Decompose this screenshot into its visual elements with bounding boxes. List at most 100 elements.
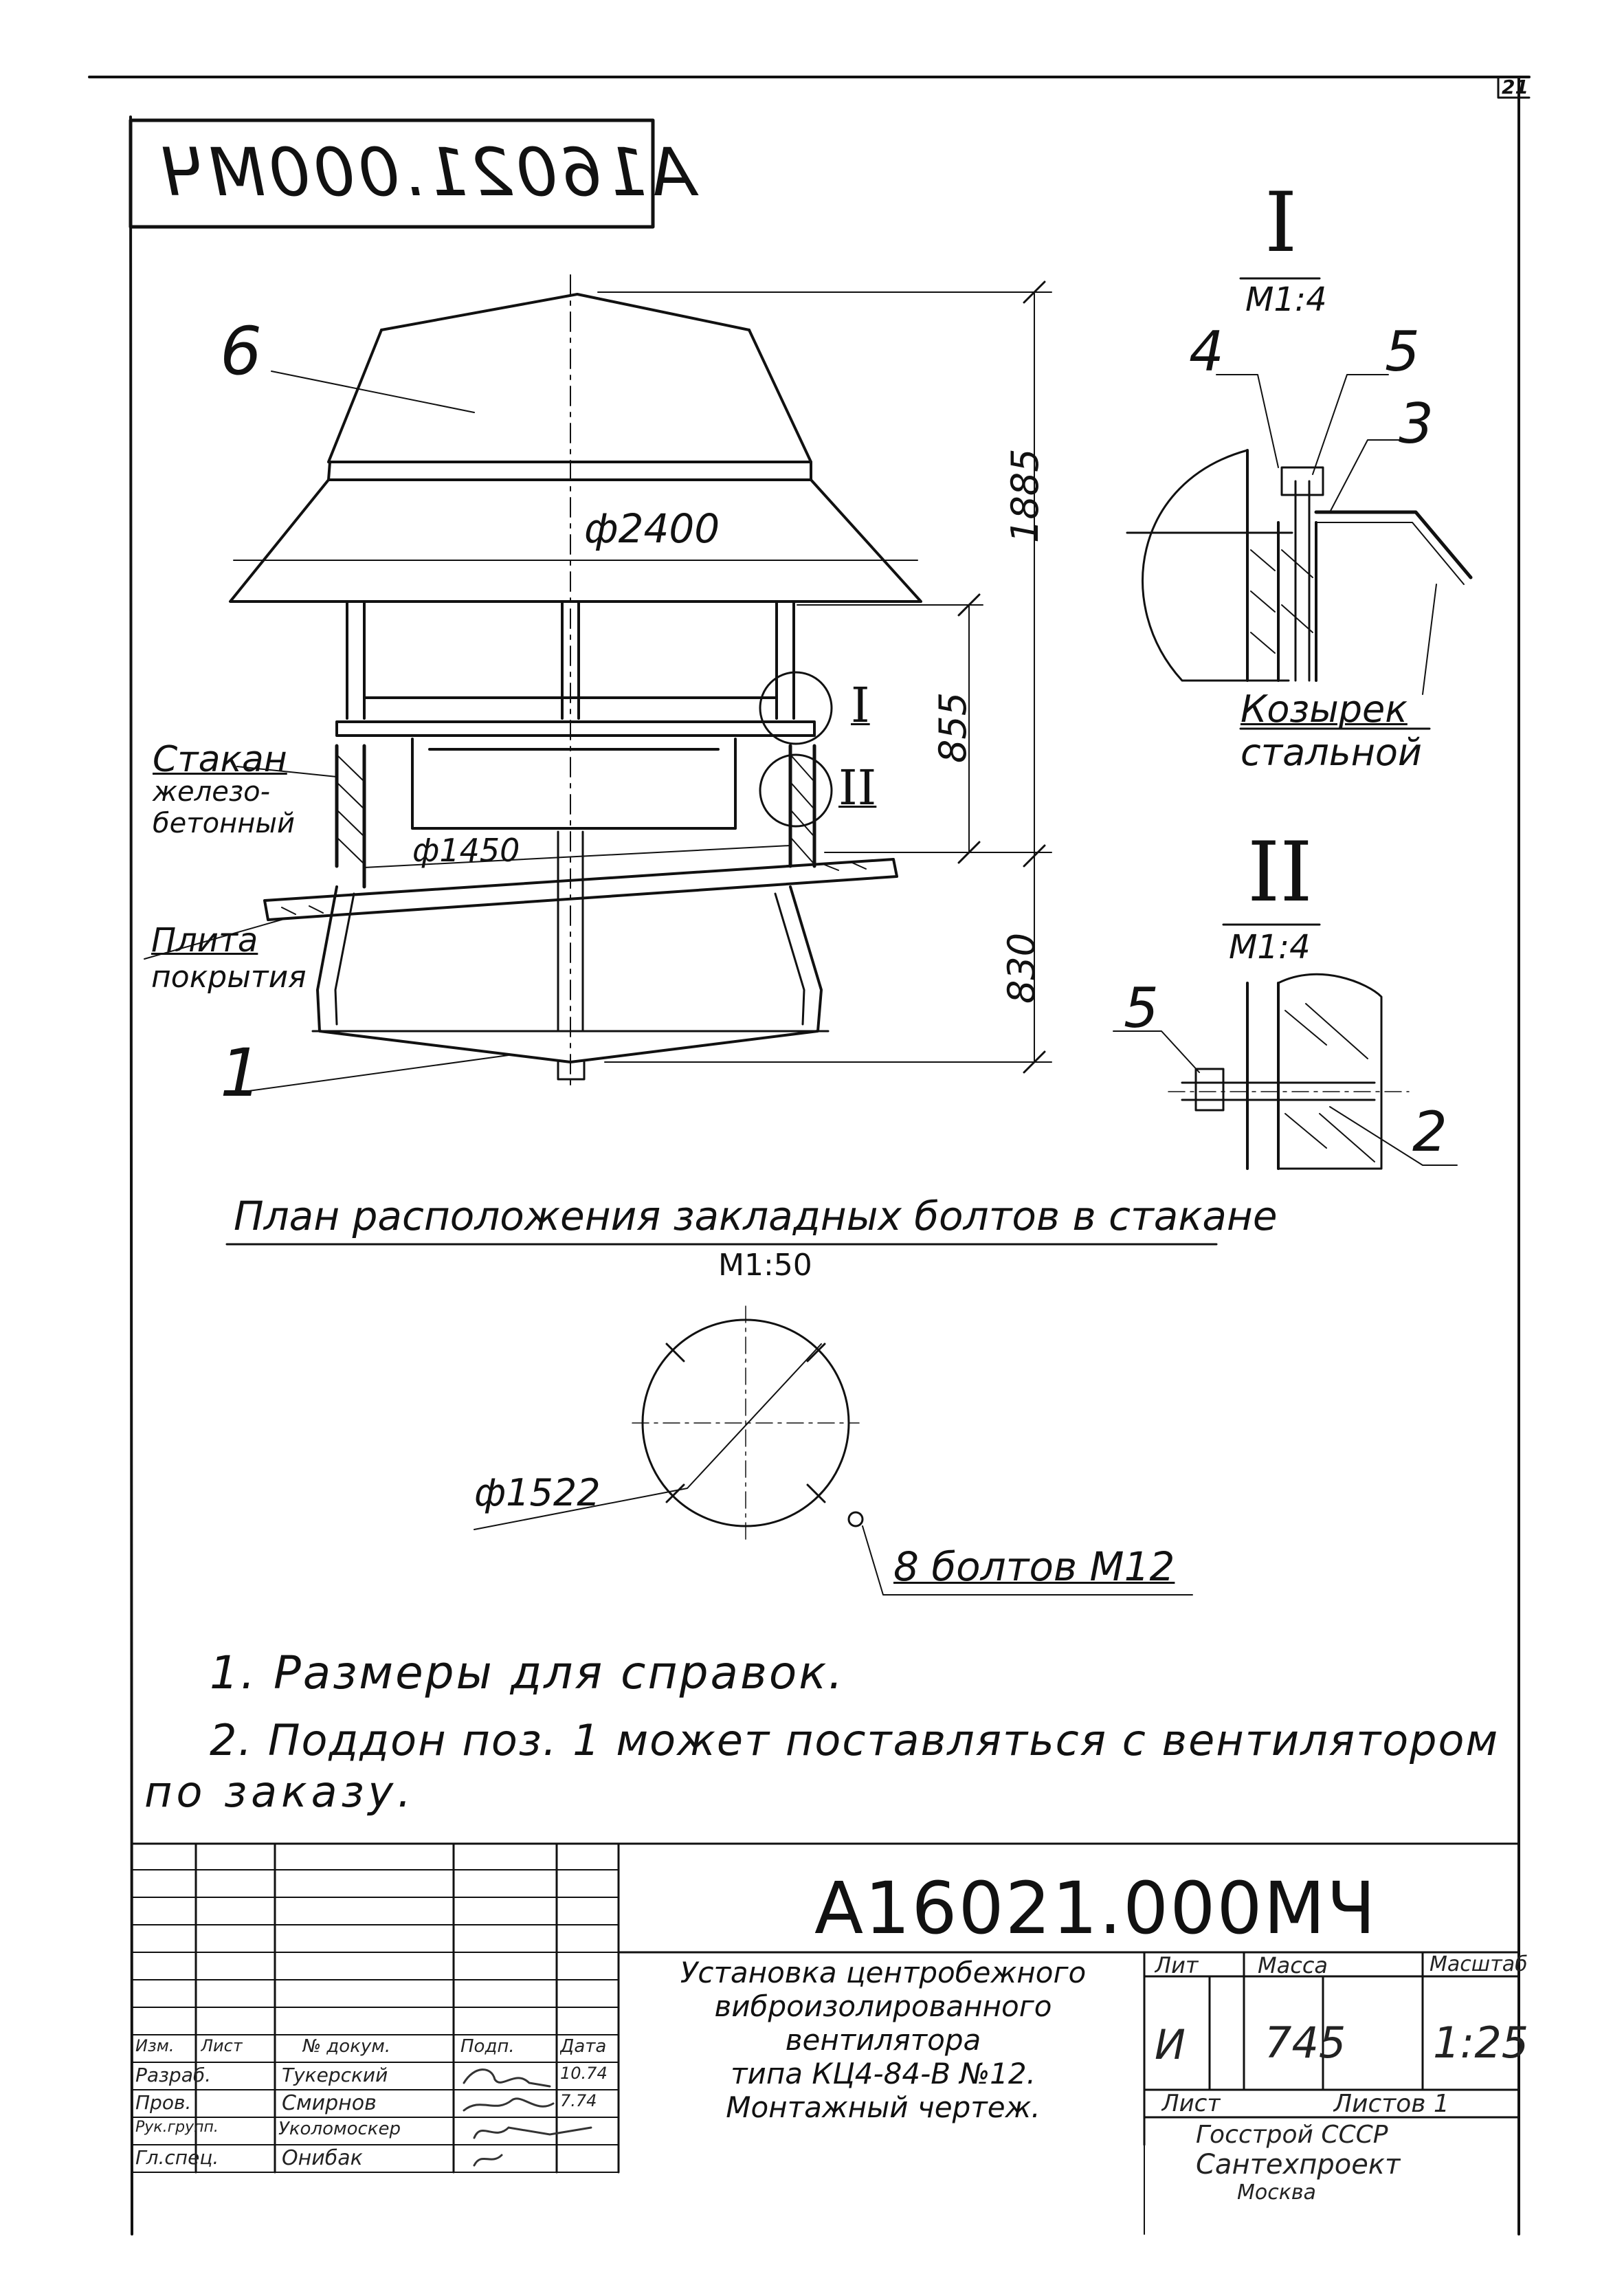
row-2-date: 7.74: [560, 2091, 597, 2110]
note-2: 2. Поддон поз. 1 может поставляться с ве…: [210, 1715, 1500, 1765]
row-4-name: Онибак: [282, 2146, 363, 2170]
stakan-hatch-right: [791, 755, 814, 863]
detail-II-drawing: [1113, 923, 1458, 1170]
bolt-marks: [665, 1343, 826, 1503]
detail-I-pos3: 3: [1399, 392, 1434, 456]
org-line-2: Сантехпроект: [1196, 2149, 1401, 2181]
detail-II-bolt: [1181, 1081, 1376, 1101]
plita-line-1: Плита: [151, 921, 258, 960]
plan-title: План расположения закладных болтов в ста…: [234, 1193, 1278, 1239]
stakan-line-3: бетонный: [153, 808, 295, 839]
position-6-label: 6: [220, 313, 263, 390]
frame-left-line: [129, 115, 133, 2236]
detail-II-roman: II: [1247, 825, 1313, 920]
dim-ticks: [957, 280, 1046, 1074]
row-1-name: Тукерский: [282, 2064, 388, 2086]
roof-slab: [263, 858, 898, 921]
row-1-role: Разраб.: [135, 2064, 212, 2086]
drain-nozzle: [557, 1061, 586, 1081]
header-lit: Лит: [1155, 1952, 1199, 1978]
detail-I-wall-hatch: [1250, 549, 1313, 654]
row-2-name: Смирнов: [282, 2091, 377, 2115]
plan-scale: М1:50: [718, 1248, 812, 1283]
callout-I-label: I: [851, 677, 870, 733]
col-list: Лист: [201, 2036, 243, 2055]
detail-I-pos5: 5: [1385, 320, 1420, 384]
header-massa: Масса: [1258, 1952, 1328, 1978]
row-4-role: Гл.спец.: [135, 2146, 219, 2169]
visor-line-2: стальной: [1241, 731, 1423, 774]
detail-II-leaders: [1113, 1030, 1458, 1166]
titleblock-code: А16021.000МЧ: [814, 1866, 1377, 1950]
sheets-label: Листов 1: [1333, 2090, 1449, 2118]
row-2-role: Пров.: [135, 2091, 192, 2114]
detail-I-bolt: [1294, 480, 1311, 682]
detail-I-roman: I: [1265, 175, 1298, 271]
bolt-plan-drawing: [225, 1243, 1218, 1596]
dimension-2400: ф2400: [584, 505, 720, 552]
plita-label: Плита покрытия: [151, 921, 307, 995]
signature-2: [463, 2097, 555, 2112]
flange: [335, 720, 816, 737]
header-scale: Масштаб: [1430, 1952, 1528, 1976]
dia-1522-line: [474, 1343, 822, 1530]
stakan-line-1: Стакан: [153, 739, 287, 780]
detail-II-scale: М1:4: [1229, 928, 1311, 967]
row-3-role: Рук.групп.: [135, 2119, 219, 2136]
page-number-box: [1497, 76, 1531, 99]
detail-II-wall: [1246, 982, 1280, 1170]
detail-II-concrete: [1277, 973, 1383, 1170]
drip-tray-inner: [334, 892, 805, 1026]
hood-roof: [380, 293, 750, 331]
detail-I-nut: [1280, 466, 1324, 496]
value-mass: 745: [1265, 2018, 1346, 2068]
callout-circle-I: [759, 671, 833, 745]
detail-I-wall: [1246, 449, 1317, 682]
signature-3: [473, 2126, 592, 2139]
leader-stakan: [236, 766, 337, 777]
signature-4: [473, 2154, 503, 2167]
tb-right-cols: [1143, 1951, 1424, 2146]
dimension-1450: ф1450: [412, 832, 520, 869]
row-3-name: Уколомоскер: [278, 2119, 401, 2139]
detail-II-hatch: [1284, 1003, 1375, 1162]
desc-line-2: виброизолированного: [714, 1989, 1052, 2023]
desc-line-5: Монтажный чертеж.: [726, 2090, 1041, 2124]
leader-6: [271, 371, 475, 413]
detail-I-visor: [1314, 510, 1473, 579]
roof-slab-hatch: [281, 862, 867, 915]
col-doc: № докум.: [302, 2036, 391, 2057]
desc-line-4: типа КЦ4-84-В №12.: [731, 2057, 1036, 2090]
note-2-cont: по заказу.: [144, 1767, 415, 1817]
dim-ext-lines: [597, 291, 1052, 1063]
detail-II-pos5: 5: [1124, 976, 1159, 1040]
desc-line-1: Установка центробежного: [680, 1956, 1087, 1989]
callout-circle-II: [759, 753, 833, 828]
tb-right-rows: [1143, 1975, 1520, 2119]
tb-left-rows: [131, 1869, 619, 2173]
detail-II-pos2: 2: [1412, 1100, 1447, 1164]
organization: Госстрой СССР Сантехпроект Москва: [1196, 2121, 1401, 2205]
value-lit: И: [1155, 2021, 1186, 2069]
org-line-1: Госстрой СССР: [1196, 2121, 1388, 2149]
detail-I-pos4: 4: [1189, 320, 1224, 384]
stamp-box: [129, 118, 655, 229]
plita-line-2: покрытия: [151, 960, 307, 995]
col-podp: Подп.: [460, 2036, 515, 2057]
row-1-date: 10.74: [560, 2064, 608, 2083]
dim-1450-line: [364, 845, 791, 868]
detail-I-break: [1142, 449, 1290, 682]
org-line-3: Москва: [1237, 2181, 1316, 2205]
sheet-label: Лист: [1161, 2090, 1221, 2117]
desc-line-3: вентилятора: [785, 2023, 981, 2057]
position-1-label: 1: [220, 1035, 263, 1112]
detail-II-nut: [1194, 1068, 1225, 1112]
value-scale: 1:25: [1433, 2018, 1529, 2068]
shaft: [557, 830, 584, 1033]
signature-1: [463, 2068, 551, 2088]
col-date: Дата: [560, 2036, 607, 2057]
detail-I-leaders: [1216, 374, 1437, 695]
page-number: 21: [1502, 76, 1528, 98]
